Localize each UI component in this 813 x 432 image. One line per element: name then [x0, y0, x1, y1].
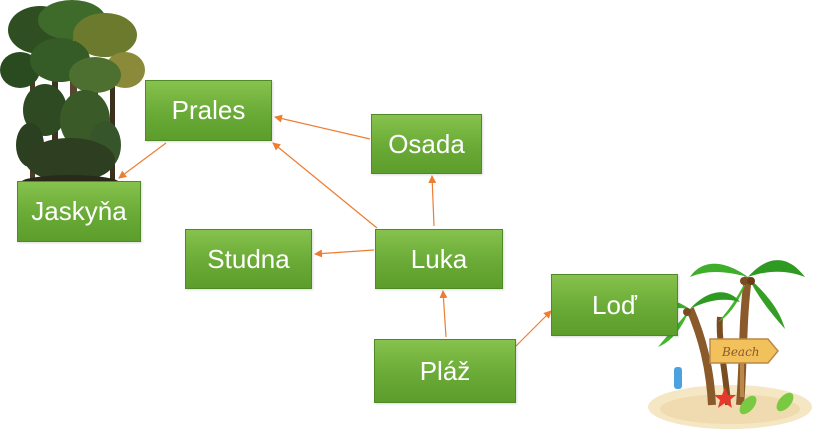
node-luka[interactable]: Luka	[375, 229, 503, 289]
node-jaskyna[interactable]: Jaskyňa	[17, 181, 141, 242]
edge-luka-prales	[272, 142, 378, 229]
edge-plaz-luka	[439, 290, 448, 338]
beach-sign-text: Beach	[721, 345, 760, 359]
edge-plaz-lod	[515, 310, 552, 347]
edge-luka-osada	[428, 175, 437, 227]
edge-luka-studna	[314, 249, 375, 258]
node-prales[interactable]: Prales	[145, 80, 272, 141]
node-lod[interactable]: Loď	[551, 274, 678, 336]
beach-illustration: Beach	[645, 260, 812, 429]
edge-osada-prales	[274, 114, 371, 140]
node-studna[interactable]: Studna	[185, 229, 312, 289]
node-plaz[interactable]: Pláž	[374, 339, 516, 403]
edge-prales-jaskyna	[118, 142, 167, 179]
node-osada[interactable]: Osada	[371, 114, 482, 174]
